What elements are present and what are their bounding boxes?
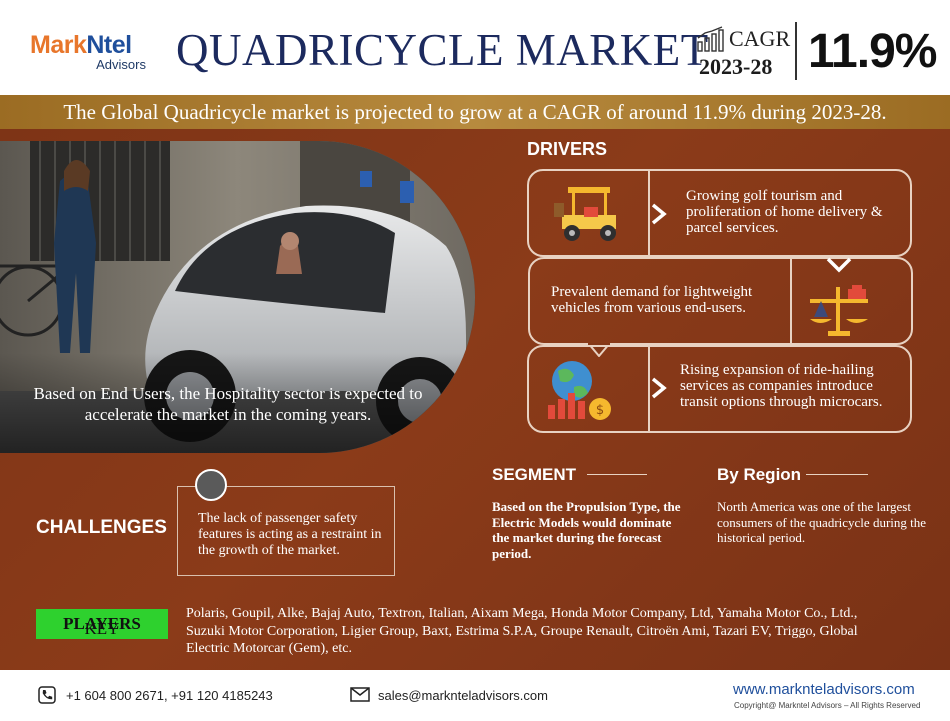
- footer: +1 604 800 2671, +91 120 4185243 sales@m…: [0, 670, 950, 721]
- challenge-box: [177, 486, 395, 576]
- footer-website[interactable]: www.marknteladvisors.com: [733, 681, 915, 698]
- driver-item-golf-tourism: [527, 169, 912, 257]
- cagr-label: CAGR: [729, 26, 791, 51]
- main-panel: Based on End Users, the Hospitality sect…: [0, 129, 950, 670]
- key-players-list: Polaris, Goupil, Alke, Bajaj Auto, Textr…: [186, 606, 858, 656]
- segment-title: SEGMENT: [492, 465, 577, 484]
- driver-divider-2: [790, 258, 792, 344]
- page-title: QUADRICYCLE MARKET: [176, 25, 709, 75]
- segment-title-rule: [587, 474, 647, 475]
- footer-email[interactable]: sales@marknteladvisors.com: [378, 688, 548, 703]
- region-title: By Region: [717, 465, 802, 484]
- cagr-divider: [795, 22, 797, 80]
- cagr-value: 11.9%: [808, 25, 937, 78]
- logo-wordmark: MarkNtel: [30, 32, 160, 58]
- globe-growth-chart-icon: $: [548, 361, 611, 420]
- logo-subtitle: Advisors: [96, 57, 146, 72]
- photo-caption: Based on End Users, the Hospitality sect…: [33, 384, 423, 424]
- driver-item-lightweight-vehicles: [528, 257, 913, 345]
- logo-mark-text: Mark: [30, 31, 87, 59]
- footer-copyright: Copyright@ Markntel Advisors – All Right…: [734, 701, 921, 710]
- header: MarkNtel Advisors QUADRICYCLE MARKET CAG…: [0, 0, 950, 95]
- cagr-block: CAGR 2023-28: [697, 20, 797, 80]
- challenges-title: CHALLENGES: [36, 517, 167, 538]
- key-label-players: PLAYERS: [63, 614, 141, 633]
- key-players-label: KEY PLAYERS: [36, 614, 168, 638]
- bar-chart-icon: [697, 26, 724, 52]
- summary-banner-text: The Global Quadricycle market is project…: [63, 100, 887, 124]
- marketntel-logo[interactable]: MarkNtel Advisors: [30, 32, 160, 76]
- driver-divider-3: [648, 346, 650, 432]
- svg-text:$: $: [596, 403, 604, 418]
- footer-phone[interactable]: +1 604 800 2671, +91 120 4185243: [66, 688, 273, 703]
- quadricycle-photo: Based on End Users, the Hospitality sect…: [0, 141, 475, 453]
- key-players-badge: KEY PLAYERS: [36, 609, 168, 639]
- summary-banner: The Global Quadricycle market is project…: [0, 95, 950, 129]
- driver-text-2: Prevalent demand for lightweight vehicle…: [551, 284, 753, 316]
- chevron-right-icon: [651, 377, 667, 399]
- region-title-rule: [806, 474, 868, 475]
- driver-divider-1: [648, 170, 650, 256]
- driver-text-1: Growing golf tourism and proliferation o…: [686, 188, 883, 236]
- logo-ntel-text: Ntel: [86, 31, 132, 59]
- challenge-text: The lack of passenger safety features is…: [198, 511, 382, 558]
- drivers-title: DRIVERS: [527, 139, 608, 159]
- cagr-years: 2023-28: [699, 54, 773, 79]
- balance-scale-icon: [810, 285, 868, 336]
- driver-item-ride-hailing: [527, 345, 912, 433]
- segment-text: Based on the Propulsion Type, the Electr…: [492, 499, 681, 561]
- challenge-bullet-icon: [195, 469, 227, 501]
- key-label-key: KEY: [84, 619, 120, 638]
- quadricycle-illustration: [0, 141, 475, 453]
- chevron-right-icon: [651, 203, 667, 225]
- email-icon: [350, 687, 370, 702]
- golf-cart-icon: [554, 187, 616, 241]
- driver-text-3: Rising expansion of ride-hailing service…: [680, 362, 883, 410]
- region-text: North America was one of the largest con…: [717, 499, 927, 545]
- chevron-down-icon: [826, 257, 852, 273]
- phone-icon: [38, 686, 56, 704]
